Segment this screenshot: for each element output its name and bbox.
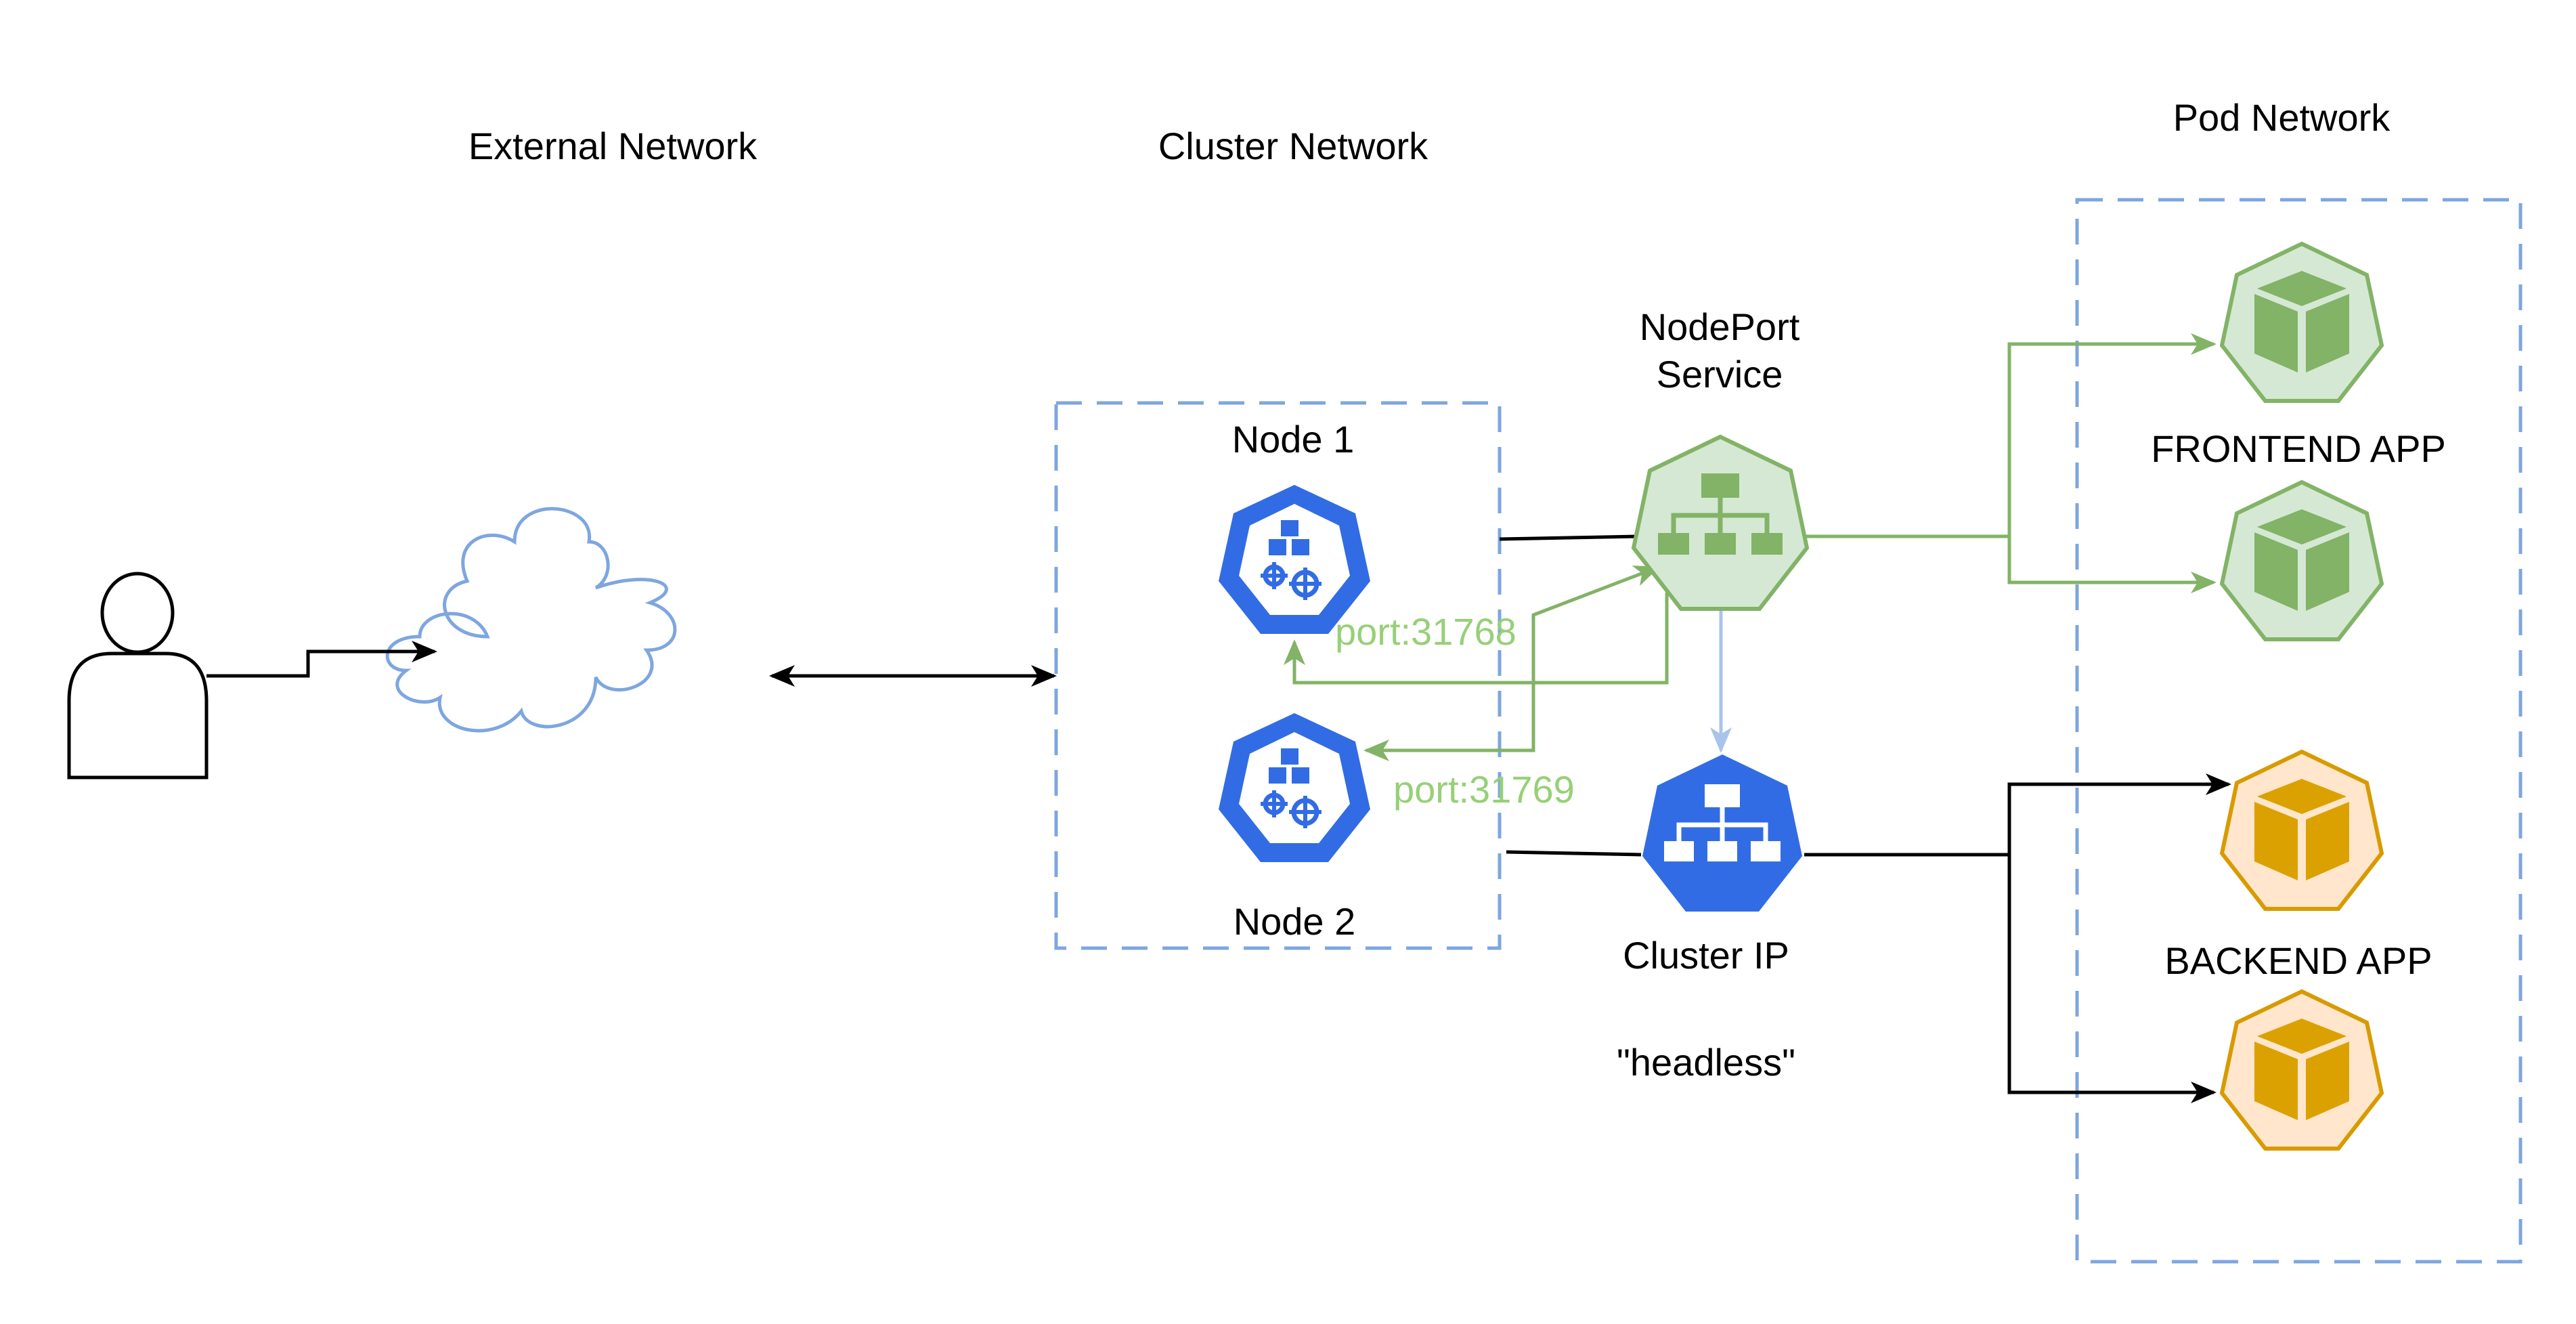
node1-port-label: port:31768	[1335, 610, 1516, 653]
nodeport-to-frontend1-edge	[1802, 333, 2217, 538]
pod-network-label: Pod Network	[2173, 96, 2391, 139]
kubernetes-pod-icon	[2219, 749, 2384, 911]
external-network-label: External Network	[468, 125, 758, 167]
headless-label: "headless"	[1617, 1041, 1795, 1084]
cluster-network-label: Cluster Network	[1158, 125, 1428, 167]
node2-to-clusterip-edge	[1506, 850, 1642, 857]
cloud-icon	[385, 507, 677, 733]
kubernetes-node-icon	[1219, 485, 1370, 634]
clusterip-to-backend2-edge	[2007, 855, 2217, 1103]
nodeport-to-node1-edge	[1284, 593, 1669, 685]
frontend-app-label: FRONTEND APP	[2151, 427, 2446, 470]
user-to-cloud-edge	[206, 641, 437, 678]
cluster-ip-label: Cluster IP	[1623, 934, 1789, 977]
kubernetes-pod-icon	[2219, 479, 2384, 641]
nodeport-to-frontend2-edge	[2007, 536, 2217, 593]
clusterip-to-backend1-edge	[1804, 773, 2231, 857]
node1-to-nodeport-edge	[1499, 534, 1639, 541]
kubernetes-pod-icon	[2219, 241, 2384, 403]
kubernetes-pod-icon	[2219, 989, 2384, 1151]
kubernetes-node-icon	[1219, 713, 1370, 862]
node2-port-label: port:31769	[1393, 768, 1575, 811]
cluster-nodes-group	[1054, 401, 1502, 950]
nodeport-service-label-line2: Service	[1657, 353, 1783, 396]
kubernetes-service-icon	[1631, 434, 1810, 611]
backend-app-label: BACKEND APP	[2164, 939, 2432, 982]
kubernetes-service-icon	[1642, 754, 1802, 912]
pod-network-group	[2075, 198, 2523, 1264]
node2-to-nodeport-edge	[1366, 565, 1660, 752]
node1-label: Node 1	[1232, 418, 1355, 461]
person-icon	[67, 572, 209, 780]
node2-label: Node 2	[1234, 900, 1356, 943]
nodeport-service-label-line1: NodePort	[1640, 305, 1800, 348]
